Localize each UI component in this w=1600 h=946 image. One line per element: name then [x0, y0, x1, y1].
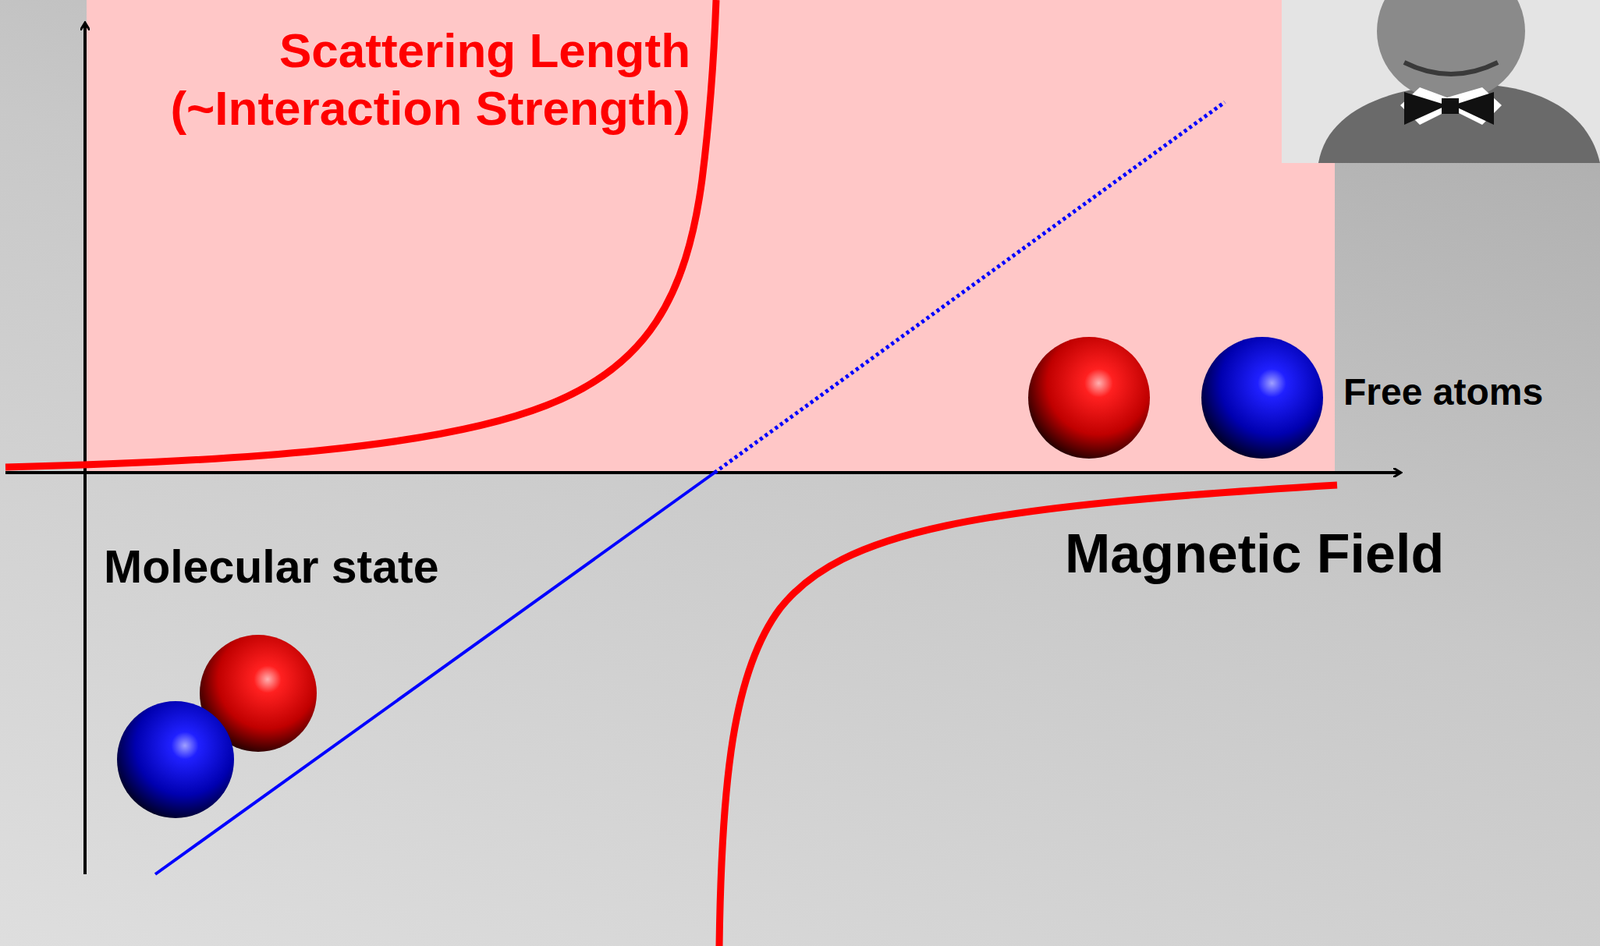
scattering-curve-left — [5, 0, 717, 468]
y-axis — [83, 23, 87, 875]
portrait-photo — [1281, 0, 1600, 164]
molecular-level-dotted — [714, 102, 1225, 473]
red-atom — [1028, 337, 1150, 459]
blue-atom — [1201, 337, 1324, 459]
molecular-level — [155, 472, 715, 875]
free-atoms-label: Free atoms — [1343, 369, 1597, 416]
axis-label: Magnetic Field — [1064, 521, 1565, 587]
molecule-blue-atom — [117, 701, 235, 819]
axis-title: Scattering Length (~Interaction Strength… — [66, 21, 691, 139]
x-axis — [5, 471, 1401, 475]
molecular-state-label: Molecular state — [103, 539, 541, 596]
